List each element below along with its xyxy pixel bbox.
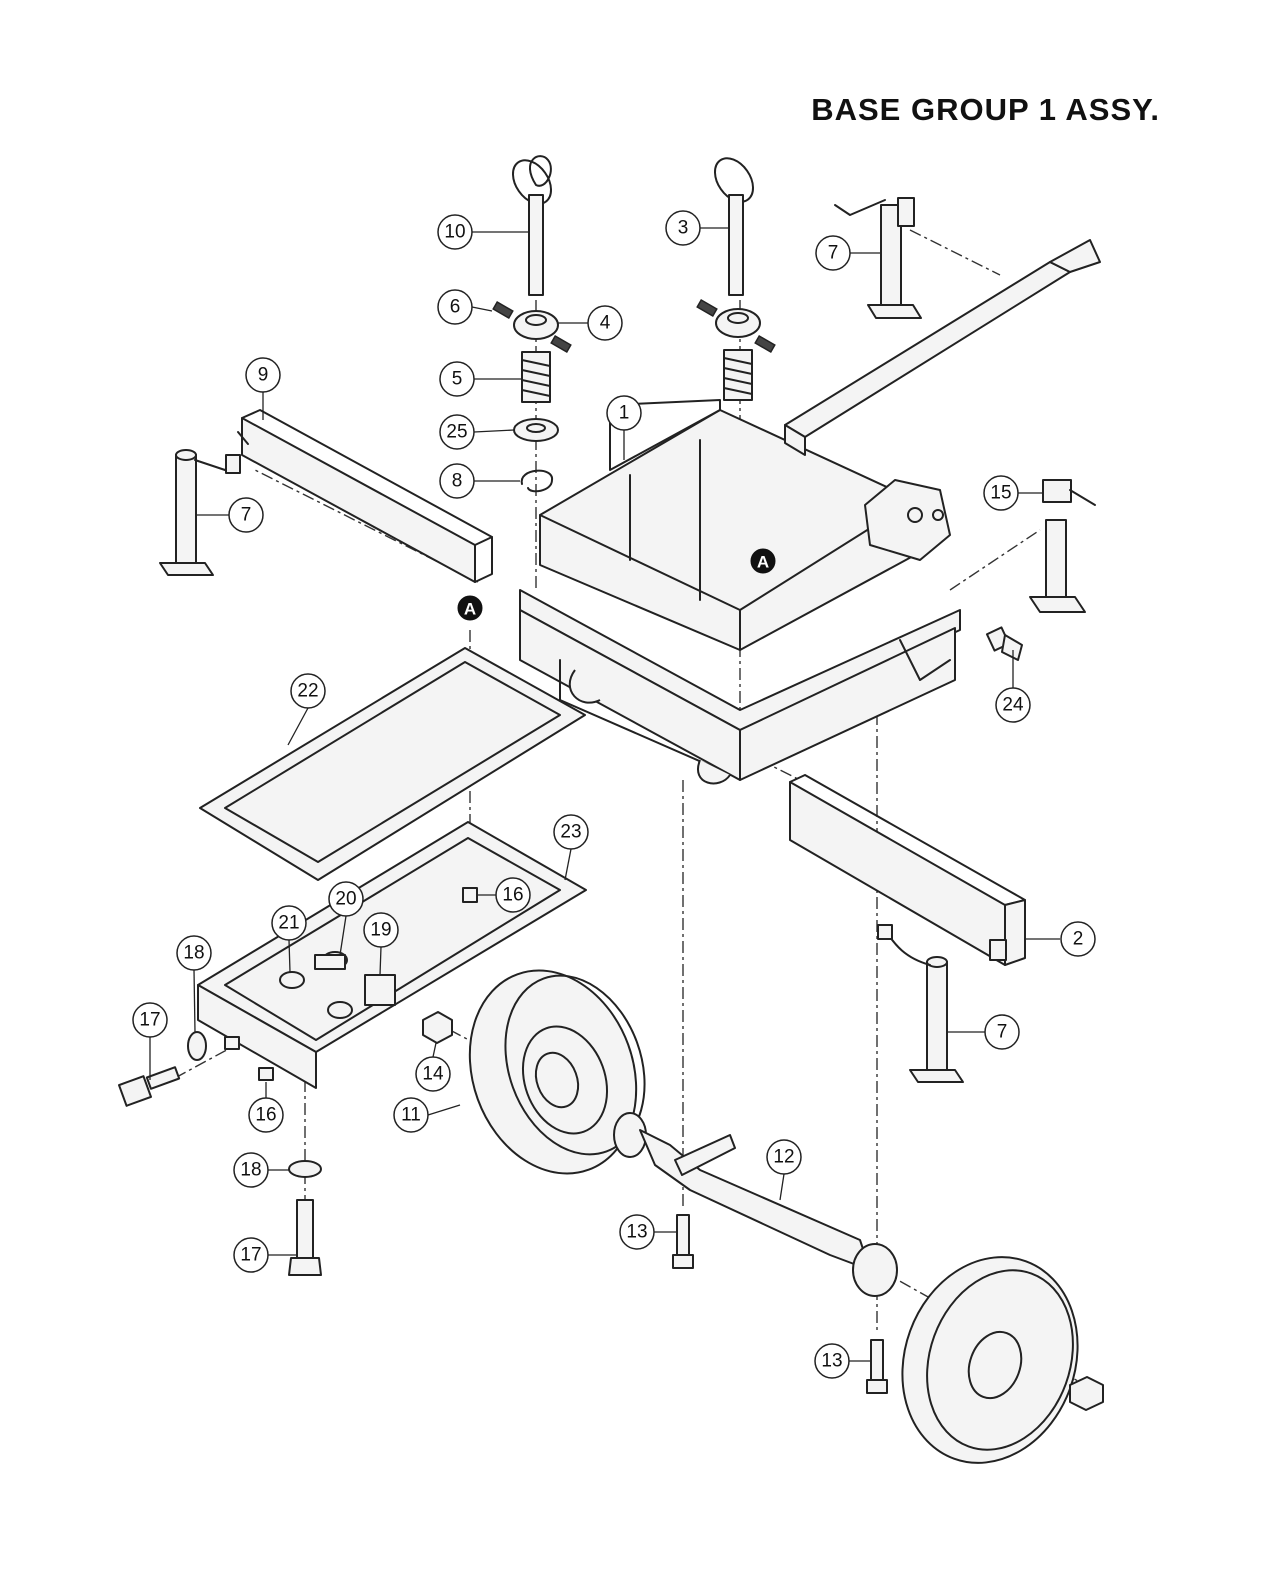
bolt-part-13-left [672, 1214, 694, 1269]
callout-7-right-label: 7 [997, 1022, 1008, 1043]
callout-13-left: 13 [619, 1214, 655, 1250]
reference-marker-a-lower-label: A [464, 600, 476, 619]
callout-11: 11 [393, 1097, 429, 1133]
callout-22-label: 22 [297, 681, 318, 702]
wheel-left-part-11 [468, 969, 646, 1175]
callout-21: 21 [271, 905, 307, 941]
callout-18-lower-label: 18 [240, 1160, 261, 1181]
callout-4: 4 [587, 305, 623, 341]
callout-2: 2 [1060, 921, 1096, 957]
jack-left-part-7 [159, 431, 249, 576]
leader-lines [149, 227, 1060, 1362]
callout-2-label: 2 [1073, 929, 1084, 950]
callout-11-label: 11 [401, 1105, 421, 1126]
bolt-part-24 [985, 626, 1023, 661]
callout-6-label: 6 [450, 297, 461, 318]
spring-right-part [723, 349, 753, 401]
washer-left-part-25 [513, 418, 559, 442]
gasket-part-22 [199, 647, 586, 881]
callout-16-upper: 16 [495, 877, 531, 913]
spring-left-part-5 [521, 351, 551, 403]
callout-9-label: 9 [258, 365, 269, 386]
callout-24-label: 24 [1002, 695, 1024, 716]
callout-17-upper-label: 17 [139, 1010, 160, 1031]
callout-7-top-label: 7 [828, 243, 839, 264]
callout-5: 5 [439, 361, 475, 397]
callout-23: 23 [553, 814, 589, 850]
callout-25-label: 25 [446, 422, 467, 443]
callout-16-lower: 16 [248, 1097, 284, 1133]
callout-8-label: 8 [452, 471, 463, 492]
callout-3: 3 [665, 210, 701, 246]
callout-14: 14 [415, 1056, 451, 1092]
jack-top-part-7 [834, 197, 922, 319]
axle-part-12 [613, 1112, 898, 1297]
callout-9: 9 [245, 357, 281, 393]
assembly-title: BASE GROUP 1 ASSY. [811, 92, 1160, 127]
fittings-parts-19-20-21 [279, 951, 396, 1019]
reference-marker-a-upper-label: A [757, 553, 769, 572]
callout-7-top: 7 [815, 235, 851, 271]
callout-24: 24 [995, 687, 1031, 723]
main-frame-part-1 [519, 399, 961, 785]
callout-21-label: 21 [278, 913, 299, 934]
callout-13-right: 13 [814, 1343, 850, 1379]
callout-16-upper-label: 16 [502, 885, 523, 906]
jack-right-part-7 [877, 924, 964, 1083]
callout-8: 8 [439, 463, 475, 499]
snap-ring-left-part-8 [520, 469, 553, 493]
leg-tube-left-part-9 [241, 409, 493, 583]
callout-7-right: 7 [984, 1014, 1020, 1050]
callout-23-label: 23 [560, 822, 581, 843]
pin-left-part-10 [511, 155, 553, 296]
callout-4-label: 4 [600, 313, 611, 334]
callout-3-label: 3 [678, 218, 689, 239]
callout-18-upper: 18 [176, 935, 212, 971]
wheel-right-part-11 [901, 1256, 1079, 1464]
callout-16-lower-label: 16 [255, 1105, 276, 1126]
bolts-16-17-18 [118, 887, 478, 1276]
callout-12: 12 [766, 1139, 802, 1175]
callout-17-lower-label: 17 [240, 1245, 261, 1266]
callout-14-label: 14 [422, 1064, 444, 1085]
callout-10: 10 [437, 214, 473, 250]
callout-19: 19 [363, 912, 399, 948]
reference-marker-a-lower: A [457, 595, 483, 621]
callout-20-label: 20 [335, 889, 356, 910]
leg-tube-right-part-2 [789, 774, 1026, 966]
callout-17-upper: 17 [132, 1002, 168, 1038]
collar-right-part [696, 299, 776, 353]
lug-nut-right-part [1069, 1376, 1104, 1411]
lug-nut-part-14 [422, 1011, 453, 1044]
callout-25: 25 [439, 414, 475, 450]
callout-5-label: 5 [452, 369, 463, 390]
callout-7-left: 7 [228, 497, 264, 533]
callout-7-left-label: 7 [241, 505, 252, 526]
callout-12-label: 12 [773, 1147, 794, 1168]
callout-20: 20 [328, 881, 364, 917]
collar-left-part-4 [492, 301, 572, 353]
callout-1: 1 [606, 395, 642, 431]
reference-marker-a-upper: A [750, 548, 776, 574]
callout-22: 22 [290, 673, 326, 709]
callout-19-label: 19 [370, 920, 391, 941]
callout-13-right-label: 13 [821, 1351, 842, 1372]
callout-18-upper-label: 18 [183, 943, 204, 964]
bolt-part-13-right [866, 1339, 888, 1394]
side-jack-part-15 [1029, 479, 1096, 613]
callout-6: 6 [437, 289, 473, 325]
callout-1-label: 1 [619, 403, 630, 424]
callout-15: 15 [983, 475, 1019, 511]
callout-10-label: 10 [444, 222, 465, 243]
callout-18-lower: 18 [233, 1152, 269, 1188]
callout-15-label: 15 [990, 483, 1011, 504]
tongue-part [784, 239, 1101, 456]
callout-17-lower: 17 [233, 1237, 269, 1273]
pin-right-part-3 [713, 157, 755, 296]
callout-13-left-label: 13 [626, 1222, 647, 1243]
